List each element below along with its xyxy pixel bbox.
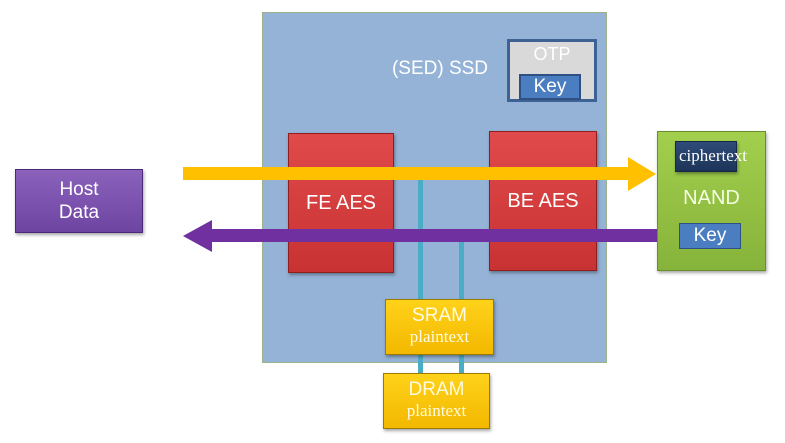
- write-arrow: [183, 157, 656, 191]
- bus-line-1: [418, 173, 423, 418]
- ciphertext-block: [675, 141, 737, 172]
- sram-title: SRAM: [412, 305, 467, 326]
- dram-subtitle: plaintext: [406, 401, 467, 420]
- otp-label: OTP: [533, 44, 571, 64]
- read-arrow: [183, 220, 657, 252]
- otp-key: Key: [519, 74, 581, 100]
- dram-block: DRAM plaintext: [383, 373, 490, 429]
- sram-subtitle: plaintext: [409, 327, 470, 346]
- be-aes-block: BE AES: [489, 131, 597, 271]
- host-label-line1: Host: [59, 179, 99, 200]
- dram-title: DRAM: [408, 379, 465, 400]
- ciphertext-label: ciphertext: [679, 146, 747, 165]
- nand-key: Key: [679, 223, 741, 249]
- be-aes-label: BE AES: [507, 189, 579, 212]
- fe-aes-block: FE AES: [288, 133, 394, 273]
- host-label-line2: Data: [58, 202, 100, 223]
- host-data-block: Host Data: [15, 169, 143, 233]
- ssd-title: (SED) SSD: [391, 58, 489, 79]
- sram-block: SRAM plaintext: [385, 299, 494, 355]
- nand-label: NAND: [683, 187, 740, 209]
- fe-aes-label: FE AES: [305, 191, 377, 214]
